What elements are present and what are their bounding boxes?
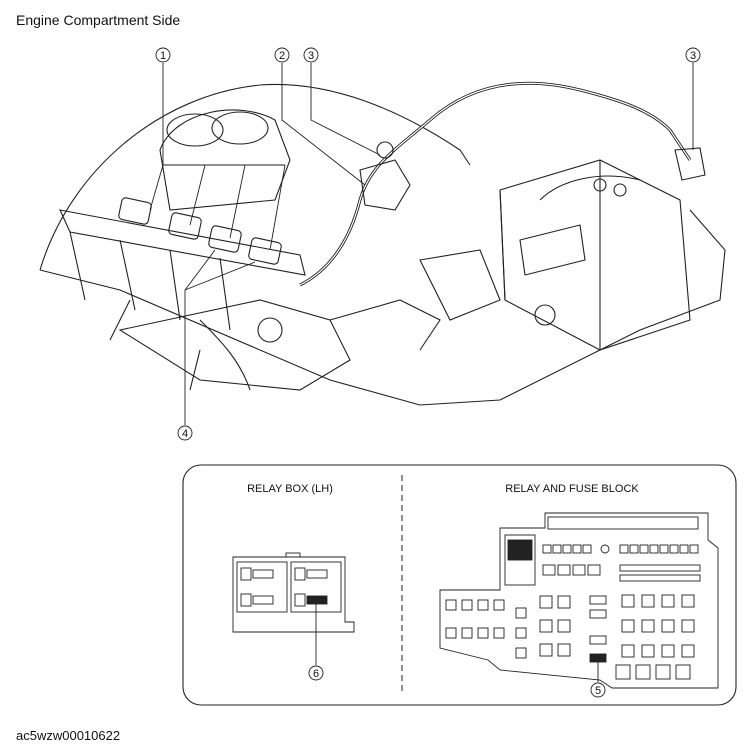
callout-2: 2 bbox=[274, 47, 290, 63]
callout-4-label: 4 bbox=[182, 428, 188, 440]
callout-6-label: 6 bbox=[313, 668, 319, 680]
callout-2-label: 2 bbox=[279, 50, 285, 62]
callout-5-label: 5 bbox=[595, 685, 601, 697]
callout-3b: 3 bbox=[685, 47, 701, 63]
callout-5: 5 bbox=[590, 682, 606, 698]
callout-1: 1 bbox=[155, 47, 171, 63]
relay-box-lh bbox=[232, 552, 355, 665]
callout-1-label: 1 bbox=[160, 50, 166, 62]
relay-fuse-block bbox=[439, 512, 719, 689]
fuse-grid-right bbox=[615, 594, 695, 680]
engine-compartment-illustration bbox=[39, 81, 726, 406]
callout-4: 4 bbox=[177, 425, 193, 441]
relay-inset-box: RELAY BOX (LH) RELAY AND FUSE BLOCK 6 bbox=[182, 464, 737, 706]
callout-6: 6 bbox=[308, 665, 324, 681]
relay-box-lh-label: RELAY BOX (LH) bbox=[247, 483, 333, 495]
fuse-grid-left bbox=[445, 599, 527, 659]
fuse-row-top bbox=[542, 544, 699, 554]
callout-3a: 3 bbox=[303, 47, 319, 63]
figure-id: ac5wzw00010622 bbox=[16, 728, 121, 743]
page-title: Engine Compartment Side bbox=[16, 12, 181, 28]
fuse-grid-middle bbox=[539, 595, 607, 663]
callout-3a-label: 3 bbox=[308, 50, 314, 62]
relay-fuse-block-label: RELAY AND FUSE BLOCK bbox=[505, 483, 639, 495]
callout-3b-label: 3 bbox=[690, 50, 696, 62]
fuse-row-second bbox=[542, 564, 701, 582]
leader-lines bbox=[149, 63, 694, 425]
